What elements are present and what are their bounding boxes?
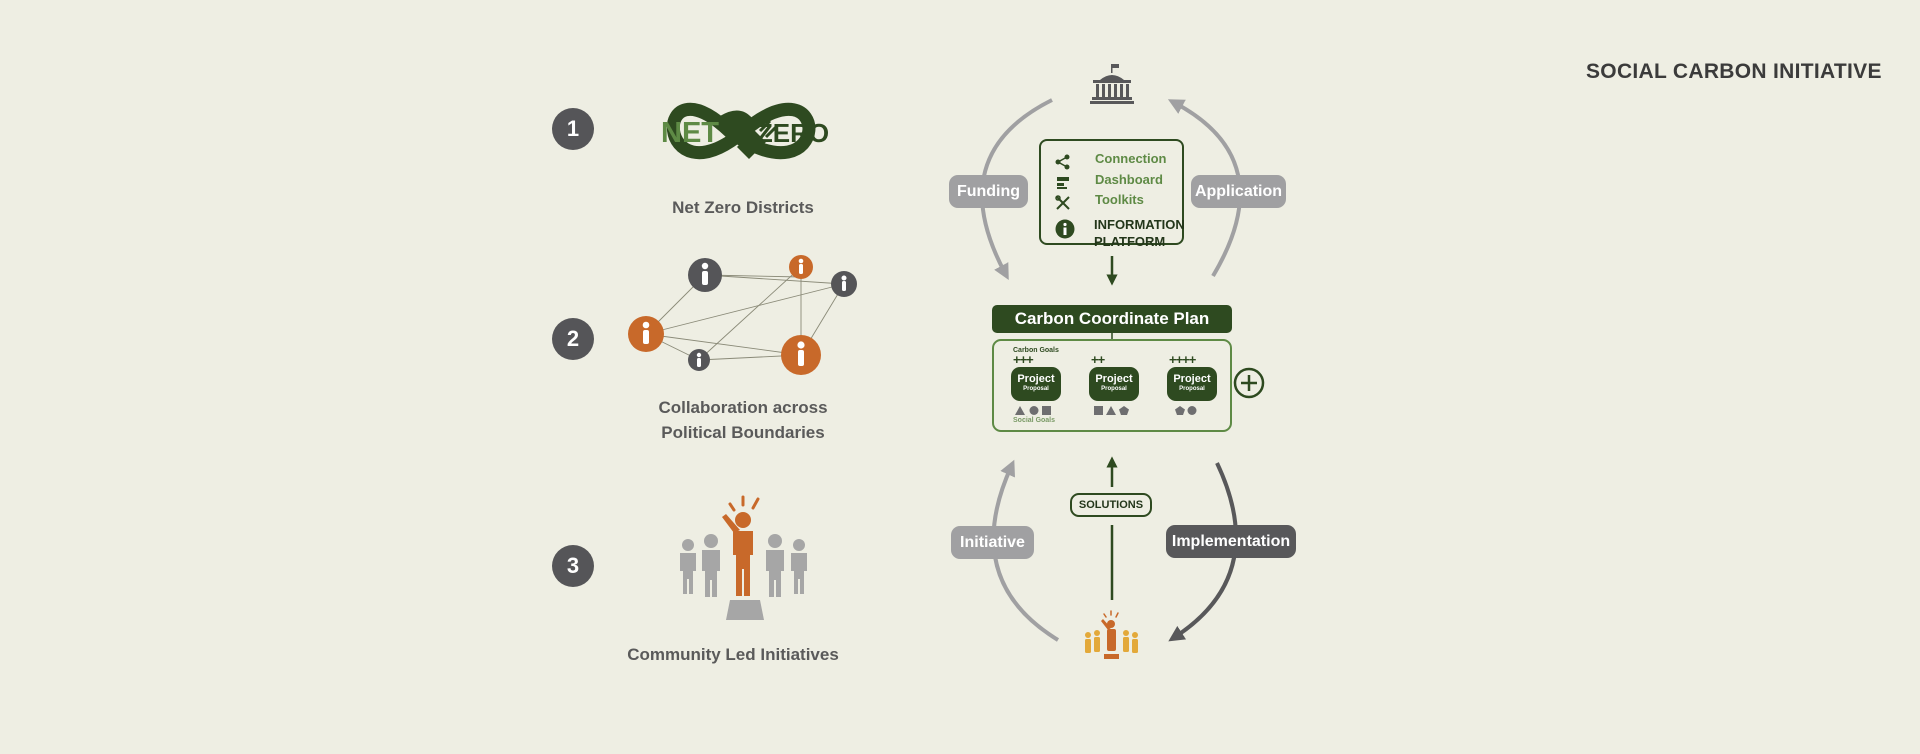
project-title: Project	[1173, 373, 1211, 385]
platform-item-dashboard: Dashboard	[1095, 172, 1163, 187]
solutions-label: SOLUTIONS	[1070, 493, 1152, 517]
person-node-icon	[831, 271, 857, 297]
government-building-icon	[1090, 64, 1134, 104]
person-node-icon	[688, 258, 722, 292]
community-small-icon	[1085, 610, 1138, 659]
community-caption: Community Led Initiatives	[627, 645, 839, 664]
step-1-badge: 1	[552, 108, 594, 150]
net-text: NET	[661, 117, 719, 149]
funding-arrow	[980, 98, 1053, 281]
initiative-label: Initiative	[951, 526, 1034, 559]
project-title: Project	[1017, 373, 1055, 385]
carbon-goal-marks: +++	[1013, 352, 1034, 367]
person-node-icon	[628, 316, 664, 352]
leaf-icon	[720, 110, 752, 138]
share-icon	[1055, 154, 1071, 172]
social-goal-shapes	[1175, 406, 1197, 415]
collaboration-caption-line: Political Boundaries	[661, 423, 825, 442]
information-platform-label-line: PLATFORM	[1094, 234, 1166, 249]
funding-label: Funding	[949, 175, 1028, 208]
zero-text: ZERO	[757, 118, 829, 148]
social-goal-shapes	[1094, 406, 1129, 415]
collaboration-caption: Collaboration across Political Boundarie…	[623, 395, 863, 445]
carbon-coordinate-plan-header: Carbon Coordinate Plan	[992, 305, 1232, 333]
project-subtitle: Proposal	[1101, 386, 1127, 392]
leader-icon	[722, 512, 753, 596]
project-proposal-card: Project Proposal	[1167, 367, 1217, 401]
information-platform-box: Connection Dashboard Toolkits	[1039, 139, 1184, 245]
net-zero-caption: Net Zero Districts	[672, 198, 814, 217]
carbon-coordinate-plan-box: Carbon Goals Social Goals +++ Project Pr…	[992, 339, 1232, 432]
initiative-arrow	[991, 459, 1060, 642]
page-title: SOCIAL CARBON INITIATIVE	[1586, 60, 1882, 83]
tools-icon	[1055, 195, 1071, 213]
dashboard-icon	[1055, 175, 1071, 193]
step-3-badge: 3	[552, 545, 594, 587]
application-label: Application	[1191, 175, 1286, 208]
project-proposal-card: Project Proposal	[1011, 367, 1061, 401]
plug-icon	[737, 119, 778, 159]
implementation-label: Implementation	[1166, 525, 1296, 558]
people-icon	[680, 534, 807, 620]
information-platform-label-line: INFORMATION	[1094, 217, 1185, 232]
information-platform-label: INFORMATION PLATFORM	[1094, 216, 1185, 250]
social-goal-shapes	[1015, 406, 1051, 415]
person-node-icon	[781, 335, 821, 375]
platform-item-connection: Connection	[1095, 151, 1167, 166]
application-arrow	[1167, 99, 1242, 278]
project-proposal-card: Project Proposal	[1089, 367, 1139, 401]
collaboration-caption-line: Collaboration across	[658, 398, 828, 417]
person-node-icon	[789, 255, 813, 279]
person-node-icon	[688, 349, 710, 371]
project-title: Project	[1095, 373, 1133, 385]
project-subtitle: Proposal	[1179, 386, 1205, 392]
platform-item-toolkits: Toolkits	[1095, 192, 1144, 207]
info-icon	[1055, 219, 1075, 241]
project-subtitle: Proposal	[1023, 386, 1049, 392]
plus-circle-icon[interactable]	[1233, 367, 1265, 399]
carbon-goal-marks: ++	[1091, 352, 1105, 367]
social-goals-label: Social Goals	[1013, 417, 1056, 424]
implementation-arrow	[1168, 462, 1238, 642]
carbon-goals-label: Carbon Goals	[1013, 347, 1059, 354]
step-2-badge: 2	[552, 318, 594, 360]
carbon-goal-marks: ++++	[1169, 352, 1196, 367]
